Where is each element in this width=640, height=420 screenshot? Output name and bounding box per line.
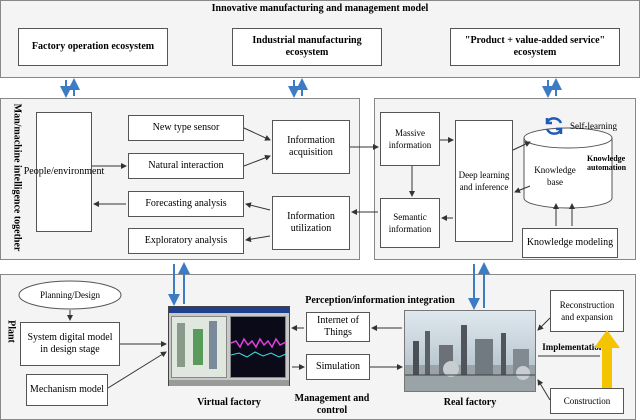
perception-title: Perception/information integration [305, 295, 455, 306]
real-factory-label: Real factory [443, 397, 497, 408]
product-ecosystem-box: "Product + value-added service" ecosyste… [450, 28, 620, 66]
knowledge-modeling-box: Knowledge modeling [522, 228, 618, 258]
semantic-info-box: Semantic information [380, 198, 440, 248]
exploratory-box: Exploratory analysis [128, 228, 244, 254]
reconstruction-box: Reconstruction and expansion [550, 290, 624, 332]
industrial-ecosystem-box: Industrial manufacturing ecosystem [232, 28, 382, 66]
planning-ellipse [18, 280, 122, 310]
self-learning-label: Self-learning [570, 121, 617, 131]
knowledge-automation-label: Knowledge automation [587, 154, 627, 172]
real-factory-image [404, 310, 536, 392]
new-sensor-box: New type sensor [128, 115, 244, 141]
simulation-box: Simulation [306, 354, 370, 380]
top-title: Innovative manufacturing and management … [211, 3, 429, 14]
factory-ecosystem-box: Factory operation ecosystem [18, 28, 168, 66]
refresh-icon [545, 117, 563, 135]
forecasting-box: Forecasting analysis [128, 191, 244, 217]
virtual-factory-image [168, 306, 290, 386]
info-acquisition-box: Information acquisition [272, 120, 350, 174]
mechanism-model-box: Mechanism model [26, 374, 108, 406]
intelligence-side-label: Man/machine intelligence together [11, 103, 23, 252]
info-utilization-box: Information utilization [272, 196, 350, 250]
massive-info-box: Massive information [380, 112, 440, 166]
planning-label: Planning/Design [40, 290, 100, 300]
natural-interaction-box: Natural interaction [128, 153, 244, 179]
knowledge-base-label: Knowledge base [534, 165, 576, 187]
management-control-label: Management and control [294, 393, 370, 416]
knowledge-base-cylinder [523, 127, 613, 209]
plant-side-label: Plant [5, 320, 17, 343]
construction-box: Construction [550, 388, 624, 414]
people-env-box: People/environment [24, 112, 104, 232]
iot-box: Internet of Things [306, 312, 370, 342]
virtual-factory-label: Virtual factory [197, 397, 261, 408]
deep-learning-box: Deep learning and inference [455, 120, 513, 242]
system-model-box: System digital model in design stage [20, 322, 120, 366]
implementation-label: Implementation [542, 342, 604, 352]
